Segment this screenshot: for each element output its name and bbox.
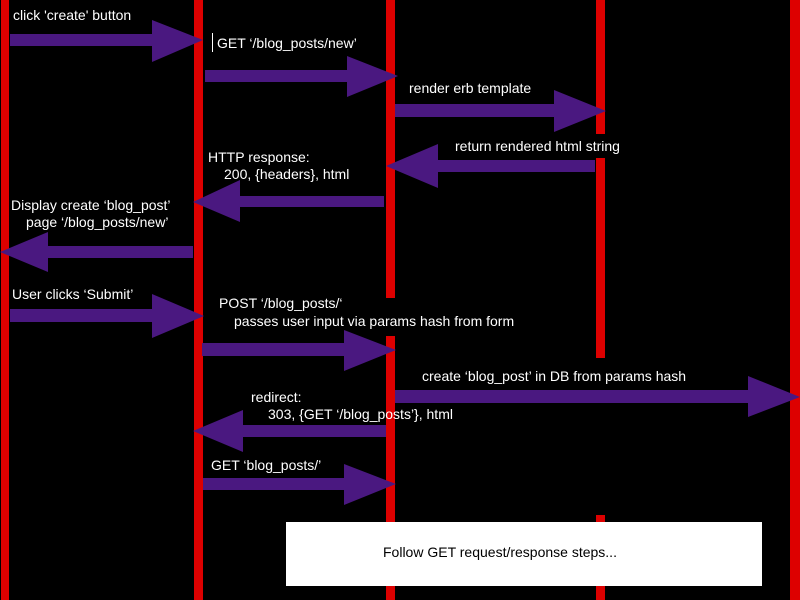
lifeline-server [386, 0, 395, 298]
label-user-submit: User clicks ‘Submit’ [12, 286, 133, 302]
label-post-1: POST ‘/blog_posts/‘ [219, 295, 342, 311]
note-box: Follow GET request/response steps... [286, 522, 762, 586]
arrow-click-create [10, 20, 203, 62]
arrow-render-erb [395, 90, 606, 132]
label-post-2: passes user input via params hash from f… [234, 313, 514, 329]
label-get-new: GET ‘/blog_posts/new’ [217, 35, 357, 51]
label-create-db: create ‘blog_post’ in DB from params has… [422, 368, 686, 384]
label-redirect-2: 303, {GET ‘/blog_posts’}, html [268, 406, 453, 422]
message-labels: click 'create' button GET ‘/blog_posts/n… [11, 7, 686, 473]
arrow-user-submit [10, 294, 204, 338]
label-tick [212, 33, 213, 52]
arrow-display-page [0, 232, 193, 272]
message-arrows [0, 20, 800, 505]
arrow-redirect [193, 410, 386, 452]
arrow-return-html [386, 144, 595, 188]
note-text: Follow GET request/response steps... [383, 544, 617, 560]
note-background [286, 522, 762, 586]
label-display-page-1: Display create ‘blog_post’ [11, 197, 171, 213]
label-redirect-1: redirect: [251, 389, 302, 405]
lifeline-browser [194, 0, 203, 600]
arrow-post [202, 330, 396, 371]
lifeline-template [596, 158, 605, 358]
arrow-get-posts [203, 464, 396, 505]
label-render-erb: render erb template [409, 80, 531, 96]
lifeline-user [1, 0, 9, 600]
lifeline-server [386, 336, 395, 600]
label-return-html: return rendered html string [455, 138, 620, 154]
arrow-get-new [205, 56, 398, 97]
label-get-posts: GET ‘blog_posts/’ [211, 457, 321, 473]
arrow-create-db [395, 376, 800, 417]
lifeline-template [596, 0, 605, 134]
lifeline-database [790, 0, 800, 600]
label-http-response-2: 200, {headers}, html [224, 166, 349, 182]
label-click-create: click 'create' button [13, 7, 131, 23]
label-http-response-1: HTTP response: [208, 149, 310, 165]
arrow-http-response [193, 180, 384, 222]
label-display-page-2: page ‘/blog_posts/new’ [26, 214, 168, 230]
